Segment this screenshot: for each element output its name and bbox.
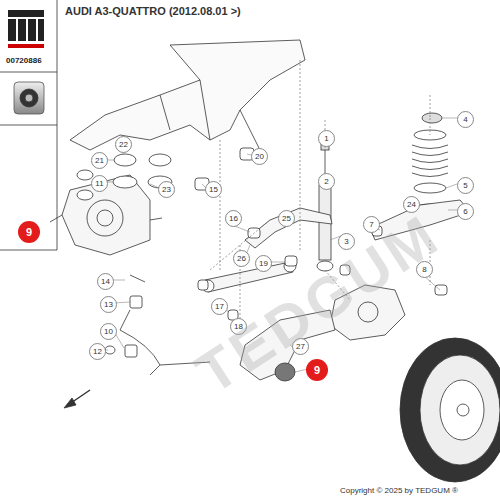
title-text: AUDI A3-QUATTRO (2012.08.01 >) xyxy=(65,5,241,17)
callout-number: 16 xyxy=(225,210,242,227)
callout-number: 13 xyxy=(100,296,117,313)
callout-number: 19 xyxy=(255,255,272,272)
callout-number: 22 xyxy=(115,136,132,153)
callout-number: 21 xyxy=(91,152,108,169)
callout-number: 14 xyxy=(97,273,114,290)
callout-number: 4 xyxy=(457,111,474,128)
callout-number: 5 xyxy=(457,177,474,194)
copyright-text: Copyright © 2025 by TEDGUM ® xyxy=(340,486,458,495)
callout-number: 9 xyxy=(306,359,328,381)
callout-number: 20 xyxy=(251,148,268,165)
callout-number: 1 xyxy=(318,130,335,147)
callout-number: 23 xyxy=(158,181,175,198)
callout-number: 2 xyxy=(318,173,335,190)
callout-number: 17 xyxy=(211,298,228,315)
callout-number: 15 xyxy=(205,181,222,198)
callout-number: 9 xyxy=(18,221,40,243)
callout-number: 26 xyxy=(233,250,250,267)
callout-number: 12 xyxy=(89,343,106,360)
callout-number: 25 xyxy=(278,210,295,227)
part-number: 00720886 xyxy=(6,56,42,65)
callout-number: 10 xyxy=(100,323,117,340)
callout-number: 6 xyxy=(457,203,474,220)
callout-number: 11 xyxy=(91,175,108,192)
